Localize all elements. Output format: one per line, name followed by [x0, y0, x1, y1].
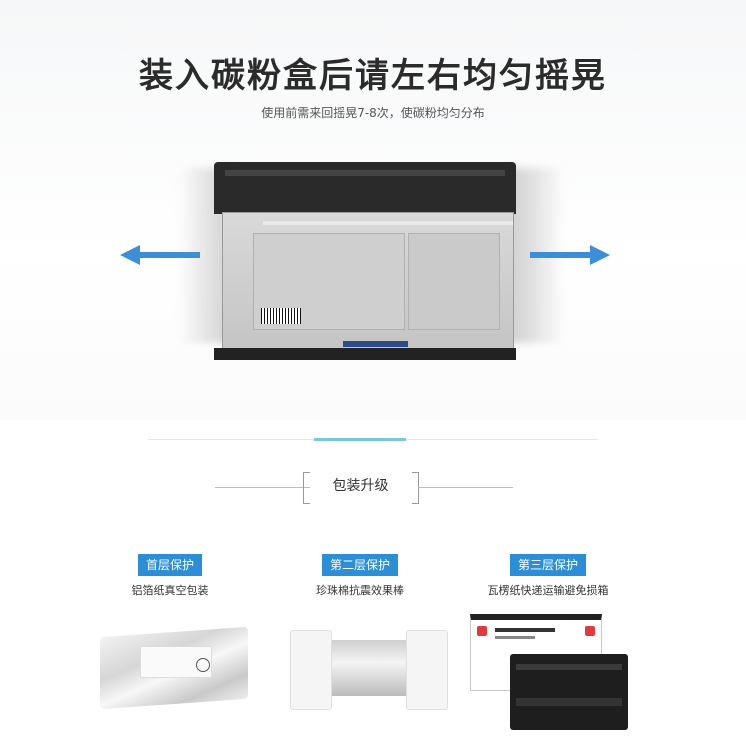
packaging-layer-1: 首层保护 铝箔纸真空包装 — [70, 554, 270, 598]
page-title: 装入碳粉盒后请左右均匀摇晃 — [139, 56, 607, 96]
layer-2-badge: 第二层保护 — [321, 554, 398, 576]
barcode-sticker — [261, 308, 301, 324]
packaging-title-bracket-right — [412, 472, 419, 504]
product-label-strip — [343, 341, 408, 347]
layer-1-badge: 首层保护 — [137, 554, 202, 576]
brand-logo-icon — [585, 626, 595, 636]
foam-end-right — [406, 630, 448, 710]
packaging-title-line-right — [418, 487, 513, 488]
drum-unit — [510, 654, 628, 730]
packaging-title: 包装升级 — [332, 478, 389, 494]
toner-panel-right — [408, 233, 500, 330]
arrow-left-icon — [120, 245, 200, 265]
toner-ridge — [225, 170, 505, 176]
toner-cartridge-illustration — [0, 150, 746, 390]
foil-wrapped-cartridge — [322, 640, 414, 696]
toner-rail — [263, 221, 513, 225]
page-subtitle: 使用前需来回摇晃7-8次，使碳粉均匀分布 — [261, 106, 485, 120]
box-label-line — [495, 636, 535, 639]
packaging-layer-2: 第二层保护 珍珠棉抗震效果棒 — [260, 554, 460, 598]
section-divider-accent — [314, 438, 406, 441]
layer-1-desc: 铝箔纸真空包装 — [131, 584, 209, 597]
layer-3-badge: 第三层保护 — [509, 554, 586, 576]
pearl-foam-pack-image — [290, 630, 448, 710]
foam-end-left — [290, 630, 332, 710]
shake-instruction-section: 装入碳粉盒后请左右均匀摇晃 使用前需来回摇晃7-8次，使碳粉均匀分布 — [0, 0, 746, 420]
packaging-layer-3: 第三层保护 瓦楞纸快递运输避免损箱 — [448, 554, 648, 598]
layer-2-desc: 珍珠棉抗震效果棒 — [316, 584, 404, 597]
toner-cartridge-body — [222, 212, 514, 354]
toner-cartridge-base — [214, 348, 516, 360]
packaging-title-bracket-left — [303, 472, 310, 504]
drum-ridge — [516, 698, 622, 706]
layer-3-desc: 瓦楞纸快递运输避免损箱 — [487, 584, 609, 597]
drum-ridge — [516, 664, 622, 670]
prohibition-icon — [196, 658, 210, 672]
box-label-line — [495, 628, 555, 632]
corrugated-box-image — [470, 614, 630, 736]
toner-cartridge-top — [214, 162, 516, 214]
foil-label — [140, 646, 212, 678]
foil-vacuum-pack-image — [100, 626, 248, 710]
brand-logo-icon — [477, 626, 487, 636]
arrow-right-icon — [530, 245, 610, 265]
packaging-title-line-left — [215, 487, 310, 488]
